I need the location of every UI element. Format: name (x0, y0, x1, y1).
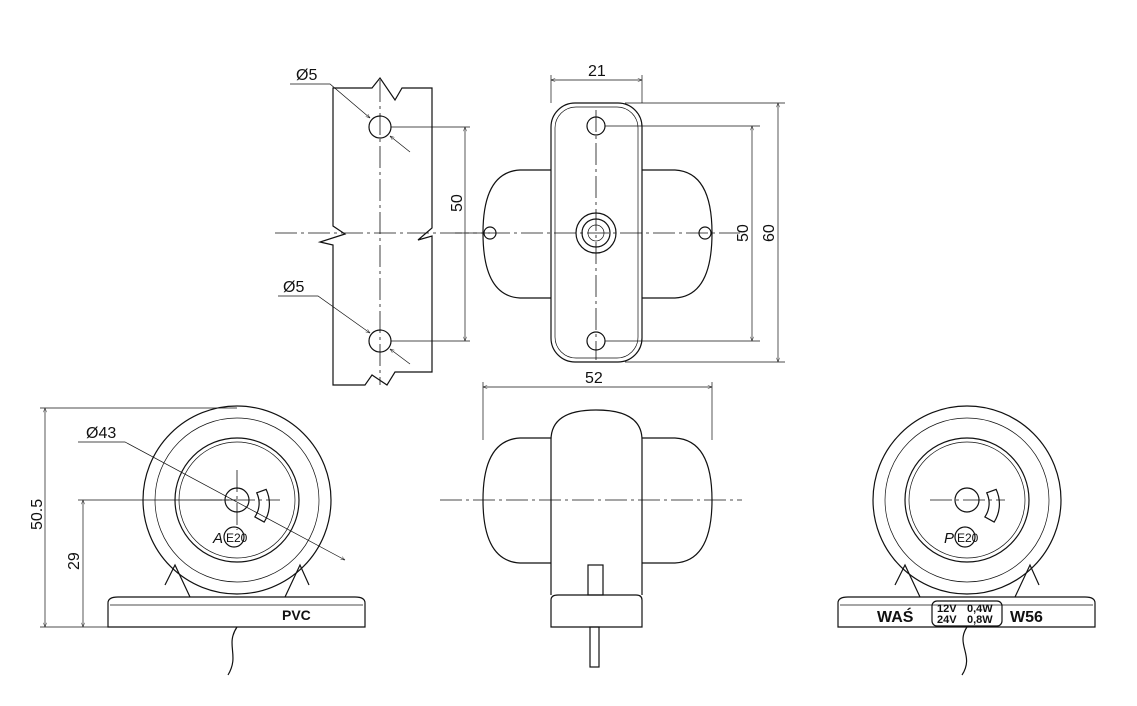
dim-hole-spacing-side: 50 (735, 224, 752, 242)
base (107, 596, 366, 628)
right-dome (642, 169, 713, 299)
side-view: 52 (440, 370, 742, 668)
dim-hole-diameter-bottom: Ø5 (283, 279, 304, 296)
mounting-pattern-view: 50 Ø5 Ø5 (275, 67, 490, 386)
power-0-8w: 0,8W (967, 614, 993, 626)
dim-width-front: 52 (585, 370, 603, 387)
body-outline (550, 409, 643, 595)
brand-label: WAŚ (877, 607, 914, 626)
rear-view: P E20 WAŚ 12V 0,4W 24V 0,8W W56 (837, 405, 1096, 676)
mounting-plate-outline (317, 76, 433, 386)
left-dome (482, 437, 551, 564)
dim-hole-diameter-top: Ø5 (296, 67, 317, 84)
rating-box (931, 600, 1003, 627)
model-label: W56 (1010, 609, 1043, 626)
dim-axis-height: 29 (66, 552, 83, 570)
approval-mark-right: E20 (957, 531, 979, 545)
dim-width-top: 21 (588, 63, 606, 80)
voltage-24v: 24V (937, 614, 957, 626)
dim-lens-diameter: Ø43 (86, 425, 116, 442)
cable (589, 626, 600, 668)
left-dome (482, 169, 551, 299)
top-view: 21 50 60 (455, 63, 785, 363)
approval-letter-right: P (944, 530, 954, 547)
e-mark (223, 526, 245, 548)
dim-total-height: 50.5 (29, 499, 46, 530)
approval-mark: E20 (226, 531, 248, 545)
voltage-12v: 12V (937, 603, 957, 615)
right-dome (642, 437, 713, 564)
material-label: PVC (282, 607, 311, 623)
dim-hole-spacing: 50 (449, 194, 466, 212)
base (550, 594, 643, 628)
body-outline (550, 102, 643, 363)
dim-height-side: 60 (761, 224, 778, 242)
power-0-4w: 0,4W (967, 603, 993, 615)
front-view: 50.5 29 Ø43 A E20 PVC (29, 405, 366, 676)
approval-letter: A (212, 530, 223, 547)
